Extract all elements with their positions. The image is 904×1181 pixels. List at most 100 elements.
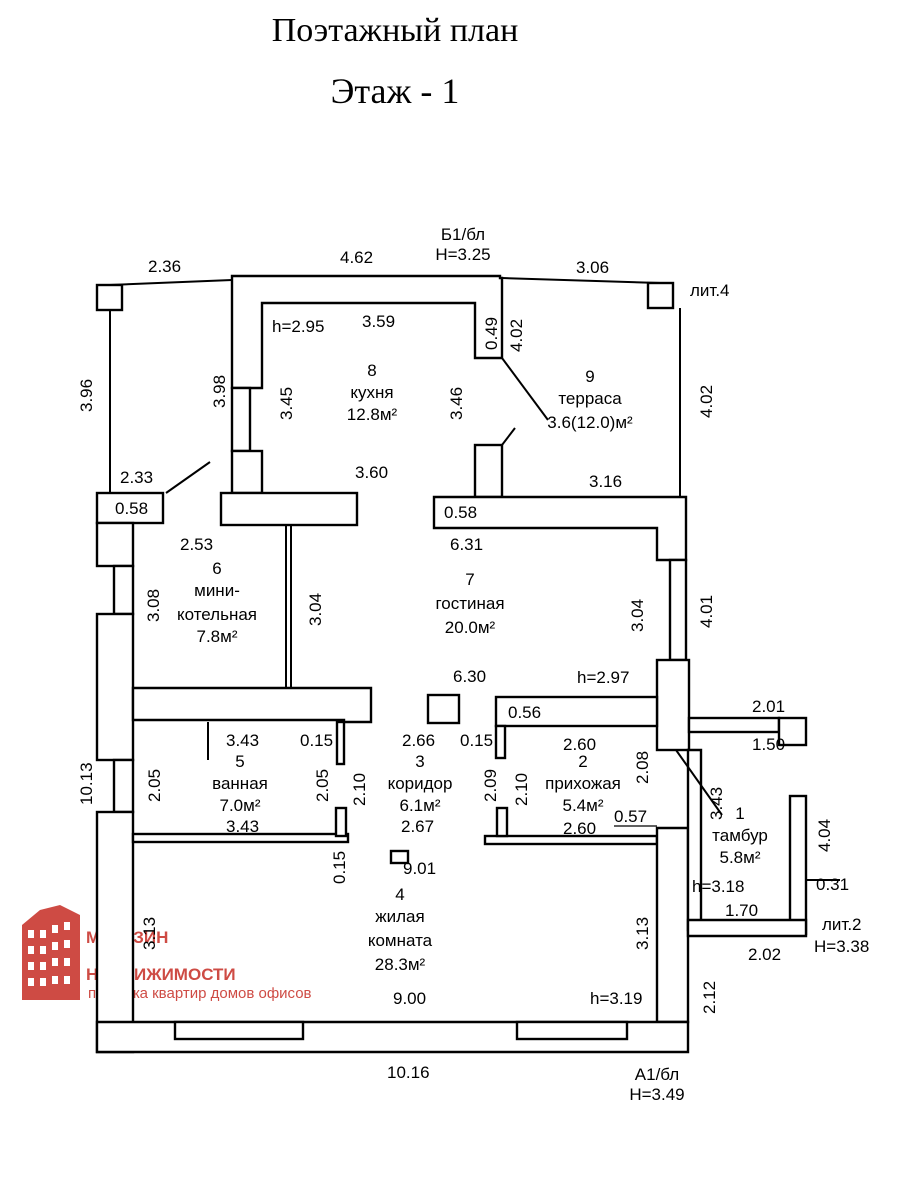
dim-label: 0.31 (816, 875, 849, 894)
dim-label: 0.49 (482, 317, 501, 350)
dim-label: 3.46 (447, 387, 466, 420)
ceiling-heights: h=2.95 h=2.97 h=3.18 h=3.19 (272, 317, 744, 1008)
wall-bath-bottom-stub (334, 806, 348, 838)
marker-a1: А1/бл (635, 1065, 679, 1084)
dim-label: 10.13 (77, 762, 96, 805)
room-1-name: тамбур (712, 826, 768, 845)
dim-label: 9.01 (403, 859, 436, 878)
dim-label: 3.96 (77, 379, 96, 412)
room-6-name2: котельная (177, 605, 257, 624)
dim-label: 2.10 (350, 773, 369, 806)
wall-kitchen-bottom (219, 491, 359, 527)
dim-label: 2.01 (752, 697, 785, 716)
dim-label: 2.09 (481, 769, 500, 802)
dim-label: 2.53 (180, 535, 213, 554)
dim-label: 1.70 (725, 901, 758, 920)
room-2-num: 2 (578, 752, 587, 771)
corridor-post (389, 849, 410, 865)
dim-label: 3.04 (306, 593, 325, 626)
room-6-name1: мини- (194, 581, 240, 600)
wall-kitchen-top (230, 274, 504, 390)
wall-bath-door (335, 720, 346, 766)
dim-label: 2.66 (402, 731, 435, 750)
room-2-area: 5.4м² (563, 796, 604, 815)
dim-label: 1.50 (752, 735, 785, 754)
annex-bottom (686, 918, 808, 938)
room-3-num: 3 (415, 752, 424, 771)
dim-label: 3.08 (144, 589, 163, 622)
dim-label: 3.45 (277, 387, 296, 420)
porch-beam (687, 716, 781, 734)
room-8-num: 8 (367, 361, 376, 380)
wall-hall-bottom-stub (495, 806, 509, 838)
dim-label: 3.43 (226, 731, 259, 750)
wall-hall-top (494, 695, 659, 728)
building-icon (22, 905, 80, 1000)
room-9-name: терраса (558, 389, 622, 408)
annex-wall (788, 794, 808, 936)
dim-label: 4.04 (815, 819, 834, 852)
dim-label: 2.60 (563, 819, 596, 838)
dim-label: 0.56 (508, 703, 541, 722)
dim-label: 2.05 (145, 769, 164, 802)
room-1-area: 5.8м² (720, 848, 761, 867)
outline-lines (109, 277, 840, 1040)
bath-window (112, 758, 135, 814)
dim-label: 2.10 (512, 773, 531, 806)
bottom-window-2 (515, 1020, 629, 1041)
wall-bath-top (131, 686, 373, 724)
dim-label: 3.13 (633, 917, 652, 950)
height-vestibule: h=3.18 (692, 877, 744, 896)
wall-vestibule-left (655, 826, 690, 1024)
terrace-post-left (95, 283, 124, 312)
dim-label: 0.15 (460, 731, 493, 750)
dim-label: 2.67 (401, 817, 434, 836)
room-8-name: кухня (350, 383, 393, 402)
dim-label: 0.15 (300, 731, 333, 750)
wall-left-1 (95, 521, 135, 568)
walls (95, 274, 808, 1054)
marker-lit2-height: H=3.38 (814, 937, 869, 956)
wall-kitchen-left (230, 449, 264, 495)
dim-label: 9.00 (393, 989, 426, 1008)
room-labels: 8 кухня 12.8м² 9 терраса 3.6(12.0)м² 6 м… (177, 361, 768, 974)
marker-lit4: лит.4 (690, 281, 730, 300)
terrace-post-right (646, 281, 675, 310)
dim-label: 3.43 (707, 787, 726, 820)
agency-logo: МАГАЗИН НЕДВИЖИМОСТИ продажа квартир дом… (22, 905, 312, 1002)
boiler-window (112, 564, 135, 616)
marker-lit2: лит.2 (822, 915, 862, 934)
dim-label: 4.62 (340, 248, 373, 267)
dim-label: 3.60 (355, 463, 388, 482)
wall-boiler-top (95, 491, 165, 525)
room-5-area: 7.0м² (220, 796, 261, 815)
porch-post (777, 716, 808, 747)
wall-left-3 (95, 810, 135, 1054)
room-2-name: прихожая (545, 774, 621, 793)
dim-label: 2.33 (120, 468, 153, 487)
chimney (426, 693, 461, 725)
room-3-area: 6.1м² (400, 796, 441, 815)
room-4-num: 4 (395, 885, 404, 904)
wall-left-2 (95, 612, 135, 762)
dim-label: 3.13 (140, 917, 159, 950)
kitchen-window (230, 386, 252, 453)
room-9-area: 3.6(12.0)м² (547, 413, 633, 432)
room-7-num: 7 (465, 570, 474, 589)
dim-label: 2.60 (563, 735, 596, 754)
dim-label: 0.58 (444, 503, 477, 522)
height-hall: h=2.97 (577, 668, 629, 687)
room-4-name1: жилая (375, 907, 424, 926)
room-7-name: гостиная (435, 594, 504, 613)
dim-label: 3.43 (226, 817, 259, 836)
height-living: h=3.19 (590, 989, 642, 1008)
dim-label: 3.59 (362, 312, 395, 331)
floor-label: Этаж - 1 (330, 71, 460, 111)
dim-label: 0.57 (614, 807, 647, 826)
dimensions-horizontal: 2.36 4.62 3.06 3.59 3.60 3.16 2.33 0.58 … (115, 248, 849, 1082)
room-9-num: 9 (585, 367, 594, 386)
dim-label: 3.04 (628, 599, 647, 632)
room-5-name: ванная (212, 774, 268, 793)
marker-a1-height: H=3.49 (629, 1085, 684, 1104)
